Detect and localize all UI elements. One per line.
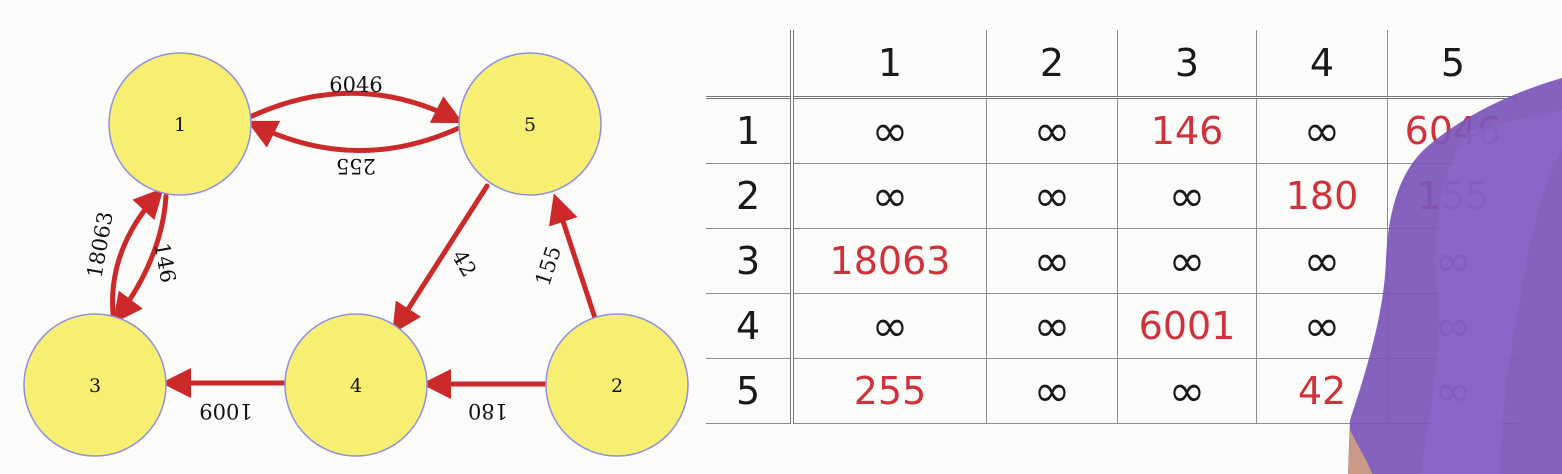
matrix-cell: 155 bbox=[1387, 163, 1518, 229]
matrix-row-5: 5 255 ∞ ∞ 42 ∞ bbox=[706, 358, 1518, 424]
matrix-cell: ∞ bbox=[790, 293, 987, 359]
edge-5-to-1 bbox=[246, 120, 462, 154]
matrix-cell: ∞ bbox=[1387, 228, 1518, 294]
edge-2-5-weight: 155 bbox=[531, 243, 566, 289]
node-5-label: 5 bbox=[524, 114, 536, 136]
edge-4-3-weight: 1009 bbox=[199, 399, 252, 423]
edge-1-5-weight: 6046 bbox=[329, 73, 382, 97]
matrix-cell: ∞ bbox=[1387, 358, 1518, 424]
matrix-cell: 6046 bbox=[1387, 97, 1518, 164]
matrix-row-2: 2 ∞ ∞ ∞ 180 155 bbox=[706, 163, 1518, 229]
matrix-cell: ∞ bbox=[986, 293, 1118, 359]
node-2-label: 2 bbox=[611, 375, 623, 397]
edge-1-to-5 bbox=[247, 90, 464, 124]
node-4-label: 4 bbox=[350, 375, 362, 397]
matrix-cell: ∞ bbox=[790, 163, 987, 229]
matrix-cell: ∞ bbox=[1256, 293, 1388, 359]
edge-5-to-4 bbox=[392, 183, 490, 334]
matrix-cell: ∞ bbox=[1117, 228, 1257, 294]
row-header-1: 1 bbox=[706, 97, 792, 164]
nodes: 1 5 3 4 2 bbox=[23, 52, 689, 457]
matrix-cell: 146 bbox=[1117, 97, 1257, 164]
corner-cell bbox=[706, 30, 792, 98]
edge-5-4-weight: 42 bbox=[447, 246, 481, 281]
node-5: 5 bbox=[458, 52, 602, 196]
matrix-row-1: 1 ∞ ∞ 146 ∞ 6046 bbox=[706, 97, 1518, 164]
edge-3-1-weight: 18063 bbox=[82, 210, 117, 280]
row-header-5: 5 bbox=[706, 358, 792, 424]
matrix-cell: ∞ bbox=[1117, 163, 1257, 229]
matrix-cell: ∞ bbox=[986, 163, 1118, 229]
node-1-label: 1 bbox=[174, 114, 186, 136]
matrix-cell: 255 bbox=[790, 358, 987, 424]
edge-2-to-5 bbox=[548, 193, 598, 321]
matrix-cell: ∞ bbox=[1117, 358, 1257, 424]
edge-2-4-weight: 180 bbox=[468, 399, 508, 423]
matrix-cell: 42 bbox=[1256, 358, 1388, 424]
node-3-label: 3 bbox=[89, 375, 101, 397]
matrix-cell: ∞ bbox=[790, 97, 987, 164]
col-header-3: 3 bbox=[1117, 30, 1257, 98]
col-header-2: 2 bbox=[986, 30, 1118, 98]
row-header-3: 3 bbox=[706, 228, 792, 294]
row-header-4: 4 bbox=[706, 293, 792, 359]
header-row: 1 2 3 4 5 bbox=[706, 30, 1518, 98]
node-3: 3 bbox=[23, 313, 167, 457]
col-header-1: 1 bbox=[790, 30, 987, 98]
edge-1-3-weight: 146 bbox=[150, 241, 181, 285]
matrix-cell: ∞ bbox=[986, 97, 1118, 164]
node-2: 2 bbox=[545, 313, 689, 457]
matrix-cell: 6001 bbox=[1117, 293, 1257, 359]
matrix-cell: ∞ bbox=[986, 358, 1118, 424]
adjacency-table: 1 2 3 4 5 1 ∞ ∞ 146 ∞ 6046 2 ∞ ∞ ∞ 180 bbox=[706, 30, 1518, 424]
matrix-cell: 18063 bbox=[790, 228, 987, 294]
edges bbox=[110, 90, 598, 399]
matrix-cell: ∞ bbox=[986, 228, 1118, 294]
matrix-cell: ∞ bbox=[1256, 97, 1388, 164]
node-4: 4 bbox=[284, 313, 428, 457]
graph-diagram: 1 5 3 4 2 6046 255 146 18063 42 155 1009… bbox=[23, 52, 689, 457]
col-header-4: 4 bbox=[1256, 30, 1388, 98]
matrix-row-3: 3 18063 ∞ ∞ ∞ ∞ bbox=[706, 228, 1518, 294]
matrix-row-4: 4 ∞ ∞ 6001 ∞ ∞ bbox=[706, 293, 1518, 359]
adjacency-matrix: 1 2 3 4 5 1 ∞ ∞ 146 ∞ 6046 2 ∞ ∞ ∞ 180 bbox=[706, 30, 1518, 424]
col-header-5: 5 bbox=[1387, 30, 1518, 98]
matrix-cell: ∞ bbox=[1256, 228, 1388, 294]
node-1: 1 bbox=[108, 52, 252, 196]
edge-3-to-1 bbox=[110, 187, 164, 317]
matrix-cell: 180 bbox=[1256, 163, 1388, 229]
row-header-2: 2 bbox=[706, 163, 792, 229]
edge-1-to-3 bbox=[112, 193, 169, 324]
matrix-cell: ∞ bbox=[1387, 293, 1518, 359]
edge-5-1-weight: 255 bbox=[336, 154, 376, 178]
